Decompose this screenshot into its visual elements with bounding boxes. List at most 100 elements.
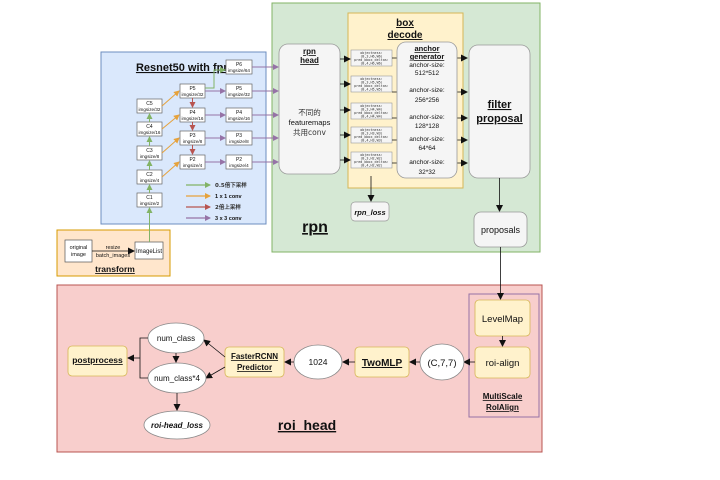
svg-text:pred_bbox_deltas:: pred_bbox_deltas: bbox=[354, 58, 389, 62]
pred-row-p3: objectness: (B,3,H3,W3) pred_bbox_deltas… bbox=[340, 126, 468, 144]
svg-text:featuremaps: featuremaps bbox=[289, 118, 331, 127]
svg-text:(B,4,H5,W5): (B,4,H5,W5) bbox=[360, 88, 382, 92]
proposals-box: proposals bbox=[473, 211, 528, 248]
svg-text:proposals: proposals bbox=[481, 225, 521, 235]
c1-block: C1 imgsize/2 bbox=[136, 192, 163, 208]
svg-text:num_class: num_class bbox=[157, 334, 195, 343]
predictor-box: FasterRCNN Predictor bbox=[224, 346, 285, 378]
svg-text:head: head bbox=[300, 56, 319, 65]
svg-text:anchor-size:: anchor-size: bbox=[409, 159, 445, 166]
svg-text:num_class*4: num_class*4 bbox=[154, 374, 200, 383]
shape-ellipse: (C,7,7) bbox=[419, 343, 465, 381]
svg-text:pred_bbox_deltas:: pred_bbox_deltas: bbox=[354, 111, 389, 115]
svg-text:(B,4,H4,W4): (B,4,H4,W4) bbox=[360, 115, 382, 119]
p4-out-block: P4 imgsize/16 bbox=[225, 107, 253, 123]
legend-upsample: 2倍上采样 bbox=[215, 203, 241, 211]
c5-block: C5 imgsize/32 bbox=[136, 98, 163, 114]
num-class-ellipse: num_class bbox=[147, 322, 205, 354]
multiscale-label-1: MultiScale bbox=[483, 392, 523, 401]
svg-text:anchor-size:: anchor-size: bbox=[409, 62, 445, 69]
svg-text:ImageList: ImageList bbox=[136, 249, 162, 255]
svg-text:P2: P2 bbox=[189, 157, 195, 163]
svg-text:(B,4,H3,W3): (B,4,H3,W3) bbox=[360, 139, 382, 143]
backbone-title: Resnet50 with fpn bbox=[136, 62, 230, 74]
svg-text:imgsize/8: imgsize/8 bbox=[140, 154, 160, 159]
svg-text:generator: generator bbox=[410, 52, 445, 61]
svg-text:imgsize/4: imgsize/4 bbox=[140, 178, 160, 183]
svg-text:(B,3,H3,W3): (B,3,H3,W3) bbox=[360, 132, 382, 136]
svg-text:imgsize/32: imgsize/32 bbox=[182, 92, 204, 97]
svg-text:共用conv: 共用conv bbox=[293, 128, 326, 137]
p2-inner-block: P2 imgsize/4 bbox=[179, 154, 206, 170]
batch-images-label: batch_images bbox=[96, 253, 130, 259]
svg-text:objectness:: objectness: bbox=[360, 153, 382, 157]
imagelist-box: ImageList bbox=[134, 241, 164, 260]
filter-proposal-box: filter proposal bbox=[468, 44, 531, 179]
svg-text:1024: 1024 bbox=[309, 357, 328, 367]
fc-1024-ellipse: 1024 bbox=[293, 344, 343, 380]
svg-text:LevelMap: LevelMap bbox=[482, 314, 523, 325]
rpn-loss-box: rpn_loss bbox=[350, 201, 390, 222]
multiscale-label-2: RoIAlign bbox=[486, 403, 519, 412]
svg-text:512*512: 512*512 bbox=[415, 70, 440, 77]
svg-text:P4: P4 bbox=[236, 110, 242, 116]
p4-inner-block: P4 imgsize/16 bbox=[179, 107, 206, 123]
legend-3x3-conv: 3 x 3 conv bbox=[215, 216, 243, 222]
pred-row-p4: objectness: (B,3,H4,W4) pred_bbox_deltas… bbox=[340, 102, 468, 122]
svg-text:C3: C3 bbox=[146, 148, 153, 154]
svg-text:(B,3,H6,W6): (B,3,H6,W6) bbox=[360, 55, 382, 59]
svg-text:pred_bbox_deltas:: pred_bbox_deltas: bbox=[354, 84, 389, 88]
svg-text:C1: C1 bbox=[146, 195, 153, 201]
svg-text:imgsize/2: imgsize/2 bbox=[140, 201, 160, 206]
svg-text:imgsize/4: imgsize/4 bbox=[183, 163, 203, 168]
roi-head-loss-ellipse: roi-head_loss bbox=[143, 410, 211, 440]
svg-text:anchor-size:: anchor-size: bbox=[409, 136, 445, 143]
svg-text:P4: P4 bbox=[189, 110, 195, 116]
svg-text:(B,3,H2,W2): (B,3,H2,W2) bbox=[360, 157, 382, 161]
svg-text:TwoMLP: TwoMLP bbox=[362, 358, 403, 369]
svg-text:256*256: 256*256 bbox=[415, 97, 440, 104]
roi-head-region-label: roi_head bbox=[278, 417, 336, 433]
num-class4-ellipse: num_class*4 bbox=[147, 362, 207, 394]
c3-block: C3 imgsize/8 bbox=[136, 145, 163, 161]
svg-text:roi-head_loss: roi-head_loss bbox=[151, 421, 204, 430]
svg-text:不同的: 不同的 bbox=[298, 107, 321, 117]
svg-text:postprocess: postprocess bbox=[72, 355, 123, 365]
svg-text:rpn_loss: rpn_loss bbox=[354, 208, 385, 217]
svg-text:pred_bbox_deltas:: pred_bbox_deltas: bbox=[354, 160, 389, 164]
legend-downsample: 0.5倍下采样 bbox=[215, 181, 247, 189]
levelmap-box: LevelMap bbox=[474, 299, 531, 337]
svg-text:imgsize/64: imgsize/64 bbox=[228, 68, 250, 73]
svg-text:pred_bbox_deltas:: pred_bbox_deltas: bbox=[354, 135, 389, 139]
roi-align-box: roi-align bbox=[474, 346, 531, 379]
twomlp-box: TwoMLP bbox=[354, 346, 410, 378]
svg-text:imgsize/16: imgsize/16 bbox=[182, 116, 204, 121]
svg-text:(C,7,7): (C,7,7) bbox=[427, 358, 456, 369]
rpn-head-box: rpn head 不同的 featuremaps 共用conv bbox=[278, 43, 341, 175]
original-image-box: original image bbox=[64, 239, 93, 263]
svg-text:image: image bbox=[71, 252, 86, 258]
svg-text:P2: P2 bbox=[236, 157, 242, 163]
svg-text:imgsize/4: imgsize/4 bbox=[229, 163, 249, 168]
svg-text:proposal: proposal bbox=[476, 113, 522, 125]
svg-text:imgsize/8: imgsize/8 bbox=[183, 139, 203, 144]
svg-text:(B,4,H2,W2): (B,4,H2,W2) bbox=[360, 164, 382, 168]
svg-text:64*64: 64*64 bbox=[419, 145, 436, 152]
legend-1x1-conv: 1 x 1 conv bbox=[215, 194, 243, 200]
svg-text:filter: filter bbox=[488, 99, 513, 111]
svg-text:P6: P6 bbox=[236, 62, 242, 68]
resize-label: resize bbox=[106, 245, 121, 251]
svg-text:P3: P3 bbox=[189, 133, 195, 139]
svg-text:C4: C4 bbox=[146, 124, 153, 130]
svg-text:anchor: anchor bbox=[414, 44, 439, 53]
svg-text:imgsize/16: imgsize/16 bbox=[139, 130, 161, 135]
svg-text:imgsize/8: imgsize/8 bbox=[229, 139, 249, 144]
svg-text:P3: P3 bbox=[236, 133, 242, 139]
svg-text:32*32: 32*32 bbox=[419, 169, 436, 176]
svg-text:Predictor: Predictor bbox=[237, 363, 272, 372]
rpn-region-label: rpn bbox=[302, 219, 328, 236]
postprocess-box: postprocess bbox=[67, 345, 128, 377]
svg-text:(B,4,H6,W6): (B,4,H6,W6) bbox=[360, 62, 382, 66]
svg-text:objectness:: objectness: bbox=[360, 128, 382, 132]
